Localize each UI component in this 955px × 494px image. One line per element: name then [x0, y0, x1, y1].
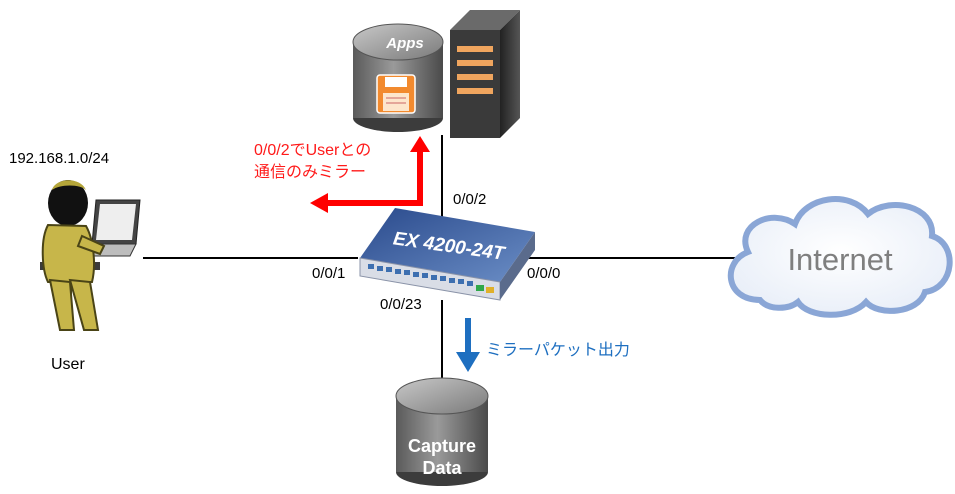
- subnet-label: 192.168.1.0/24: [9, 150, 110, 167]
- mirror-note: 0/0/2でUserとの 通信のみミラー: [254, 140, 371, 184]
- output-arrow: [456, 318, 480, 372]
- mirror-arrow: [310, 136, 430, 213]
- floppy-icon: [376, 74, 416, 114]
- server-tower-icon: [450, 10, 520, 138]
- capture-data-icon: [395, 377, 489, 486]
- switch-icon: [359, 208, 535, 301]
- mirror-note-line2: 通信のみミラー: [254, 164, 367, 181]
- port-user: 0/0/1: [312, 265, 346, 282]
- port-capture: 0/0/23: [380, 296, 422, 313]
- port-apps: 0/0/2: [453, 191, 487, 208]
- mirror-note-line1: 0/0/2でUserとの: [254, 142, 372, 159]
- port-internet: 0/0/0: [527, 265, 561, 282]
- output-note: ミラーパケット出力: [486, 342, 630, 359]
- apps-server-icon: [352, 23, 444, 132]
- capture-label-line1: Capture: [408, 436, 476, 456]
- internet-cloud-icon: [727, 196, 953, 318]
- apps-label: Apps: [385, 35, 424, 52]
- internet-label: Internet: [787, 242, 893, 277]
- user-icon: [40, 180, 141, 331]
- capture-label-line2: Data: [422, 458, 462, 478]
- switch-ports: [368, 264, 473, 286]
- user-label: User: [51, 356, 85, 373]
